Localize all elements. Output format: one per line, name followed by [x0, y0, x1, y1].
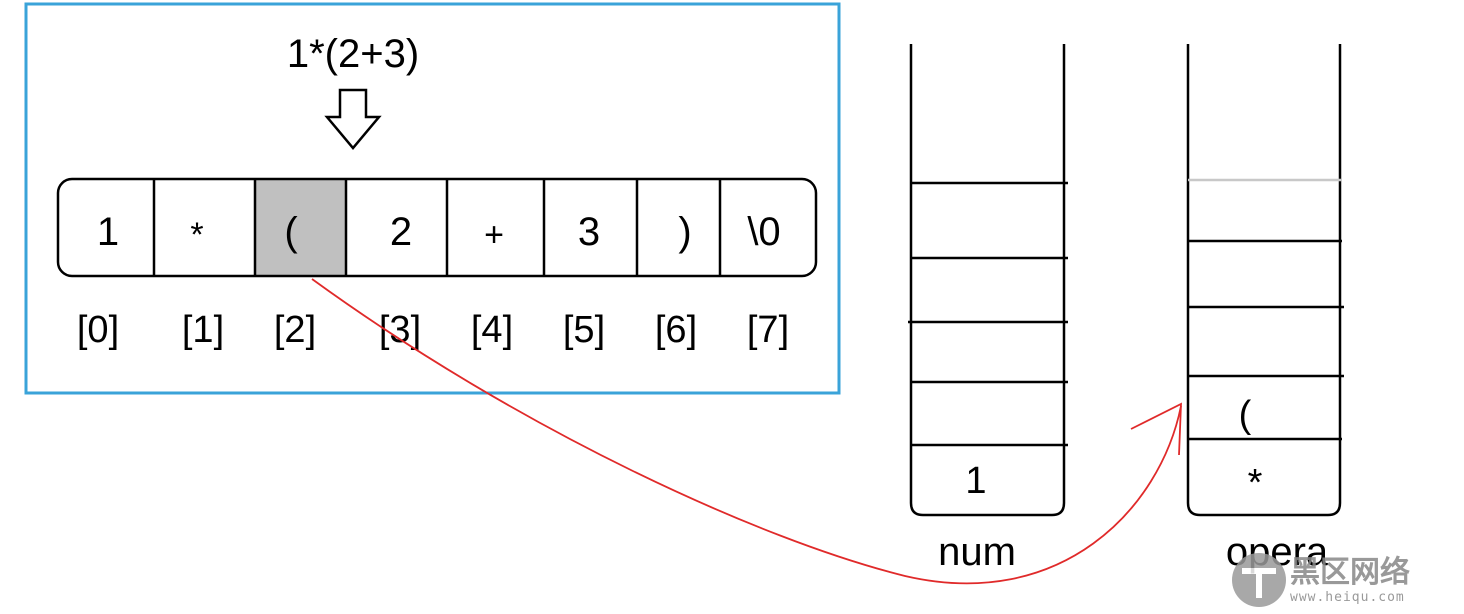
- opera-stack: ( * opera: [1186, 44, 1344, 574]
- num-stack-outline: [909, 44, 1066, 517]
- array-index-1: [1]: [182, 309, 224, 351]
- watermark-brand: 黑区网络: [1290, 555, 1410, 589]
- push-arrowhead-icon: [1130, 402, 1182, 456]
- array-cell-7: \0: [747, 210, 780, 254]
- opera-stack-outline: [1186, 44, 1342, 517]
- array-index-0: [0]: [77, 309, 119, 351]
- char-array: 1 * (2 +3) \0: [56, 177, 818, 278]
- array-outline: [56, 177, 818, 278]
- array-index-4: [4]: [471, 309, 513, 351]
- array-cell-4: +: [484, 216, 504, 254]
- array-index-5: [5]: [563, 309, 605, 351]
- array-index-7: [7]: [747, 309, 789, 351]
- array-index-6: [6]: [655, 309, 697, 351]
- array-cell-3: 2: [390, 210, 412, 254]
- array-cell-5: 3: [578, 210, 600, 254]
- watermark-logo-mark: [1242, 568, 1276, 598]
- opera-stack-item-top: (: [1239, 394, 1252, 436]
- opera-stack-item-bottom: *: [1248, 462, 1263, 504]
- array-frame: [24, 2, 841, 395]
- watermark-url: www.heiqu.com: [1290, 590, 1405, 605]
- watermark: 黑区网络 www.heiqu.com: [1232, 553, 1410, 607]
- array-cell-2: (: [284, 210, 298, 254]
- array-indices: [0][1][2][3][4][5][6][7]: [77, 309, 789, 351]
- array-cell-0: 1: [97, 210, 119, 254]
- array-index-2: [2]: [274, 309, 316, 351]
- num-stack: 1 num: [908, 44, 1068, 574]
- array-cell-1: *: [190, 216, 203, 254]
- expression-label: 1*(2+3): [287, 32, 419, 76]
- array-cell-6: ): [678, 210, 691, 254]
- push-arrow-curve: [311, 278, 1182, 585]
- down-arrow-icon: [324, 88, 382, 150]
- highlighted-cell: [255, 179, 346, 276]
- num-stack-item: 1: [965, 460, 986, 502]
- num-stack-label: num: [938, 530, 1016, 574]
